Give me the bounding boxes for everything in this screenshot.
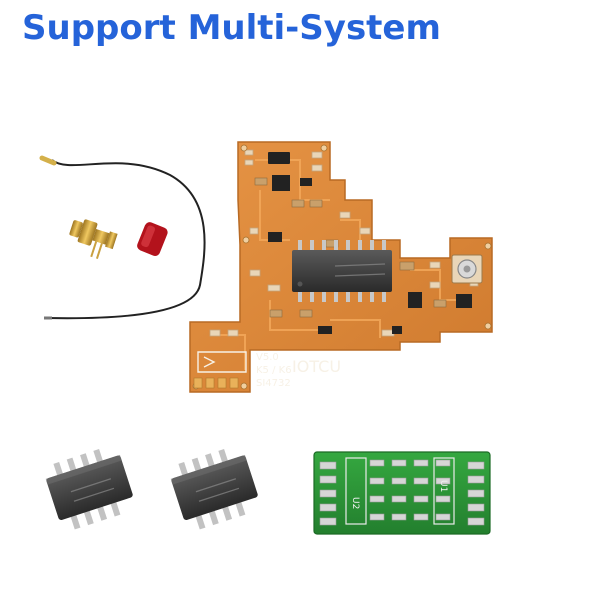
ufl-connector: [451, 254, 483, 284]
small-green-board: [313, 451, 491, 535]
silkscreen-u1: U1: [438, 480, 448, 492]
silkscreen-models: K5 / K6: [256, 365, 292, 376]
main-board: [189, 141, 493, 393]
smd-chip-1: [45, 448, 133, 530]
antenna-cable: [39, 155, 206, 320]
silkscreen-u2: U2: [350, 497, 360, 509]
main-ic: [292, 240, 392, 302]
silkscreen-version: V5.0: [256, 352, 279, 363]
sma-connector: [69, 219, 118, 259]
silkscreen-chip: SI4732: [256, 378, 291, 389]
red-dust-cap: [137, 222, 168, 256]
silkscreen-brand: IOTCU: [292, 357, 341, 376]
smd-chip-2: [170, 448, 258, 530]
headline: Support Multi-System: [22, 8, 441, 48]
